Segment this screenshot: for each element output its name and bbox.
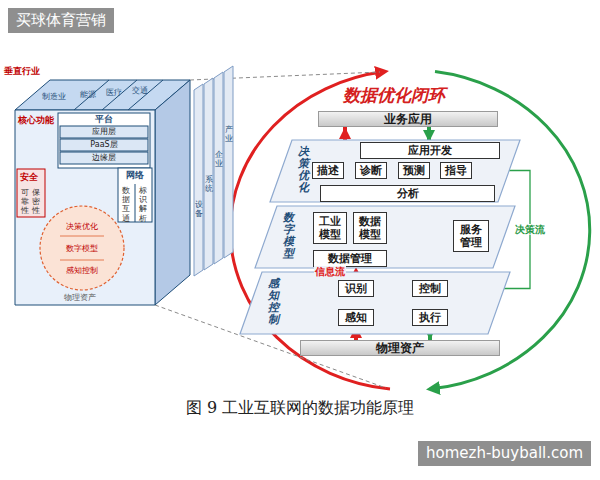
cube (15, 80, 190, 305)
figure-caption: 图 9 工业互联网的数据功能原理 (0, 398, 600, 419)
box-label: 物理资产 (376, 341, 424, 355)
sheet-label: 企业 (215, 150, 223, 168)
flow-label: 决策流 (513, 224, 547, 236)
layer-name: 决策优化 (298, 146, 309, 194)
cube-part (102, 80, 137, 110)
layer-plane: 数字模型 工业模型数据模型数据管理 服务管理 (255, 206, 515, 268)
process-box: 诊断 (355, 162, 387, 179)
sheet-label: 产业 (225, 125, 233, 143)
plane-shape (240, 272, 510, 334)
watermark: 买球体育营销 (8, 8, 114, 33)
cube-loop (40, 206, 124, 290)
box-label: 服务管理 (457, 223, 485, 249)
flow-label: 信息流 (314, 266, 346, 278)
process-box: 分析 (320, 185, 495, 202)
process-box: 指导 (440, 162, 472, 179)
box-label: 业务应用 (384, 112, 432, 126)
back-sheets-part (194, 84, 203, 276)
box-label: 工业模型 (317, 215, 343, 241)
axis-label: 核心功能 (18, 115, 54, 125)
process-box: 执行 (412, 309, 448, 326)
process-box: 工业模型 (313, 212, 347, 244)
layer-title: 平台 (58, 114, 150, 124)
box-label: 指导 (445, 164, 467, 177)
column-label: 保密性 (32, 188, 40, 216)
cube-loop-part (40, 206, 124, 290)
layer-plane: 感知控制 识别 控制感知 执行 (240, 272, 510, 334)
cube-loop-part (60, 260, 104, 261)
cube-part (15, 110, 155, 305)
industry-label: 交通 (132, 86, 148, 95)
box-label: 描述 (317, 164, 339, 177)
watermark: homezh-buyball.com (418, 441, 591, 466)
base-label: 物理资产 (64, 293, 96, 302)
cube-part (17, 169, 45, 217)
process-box: 应用开发 (360, 142, 500, 159)
cube-part (128, 80, 163, 110)
box-label: 数据模型 (357, 215, 383, 241)
industry-label: 制造业 (42, 92, 66, 101)
sheet-label: 设备 (195, 200, 203, 218)
cube-loop-part (60, 236, 104, 237)
process-box: 感知 (338, 309, 374, 326)
process-box: 预测 (398, 162, 430, 179)
layer-name: 数字模型 (283, 212, 294, 260)
process-box: 服务管理 (453, 220, 489, 252)
box-label: 识别 (345, 282, 367, 295)
industry-label: 能源 (80, 90, 96, 99)
cube-part (135, 184, 136, 222)
box-label: 控制 (419, 282, 441, 295)
diagram-title: 数据优化闭环 (343, 84, 445, 107)
box-label: 数据管理 (328, 252, 372, 265)
process-box: 识别 (338, 280, 374, 297)
cube-part (118, 168, 152, 222)
box-label: 应用开发 (408, 144, 452, 157)
back-sheets (194, 66, 233, 276)
back-sheets-part (204, 78, 213, 270)
loop-label: 决策优化 (66, 222, 98, 231)
cube-part (74, 80, 109, 110)
process-box: 控制 (412, 280, 448, 297)
loop-arcs (230, 72, 589, 389)
cube-part (155, 80, 190, 305)
layer-label: 应用层 (58, 127, 150, 136)
layer-bar: 业务应用 (318, 111, 498, 127)
flow-arrow (343, 127, 347, 140)
layer-plane: 决策优化 应用开发描述 诊断 预测 指导分析 (270, 140, 520, 202)
process-box: 数据管理 (313, 250, 387, 267)
cube-part (58, 113, 150, 168)
process-box: 数据模型 (353, 212, 387, 244)
layer-title: 安全 (20, 172, 38, 182)
layer-label: PaaS层 (58, 140, 150, 149)
back-sheets-part (214, 72, 223, 264)
layer-title: 网络 (126, 170, 144, 180)
plane-shape (270, 140, 520, 202)
industry-label: 医疗 (106, 88, 122, 97)
layer-name: 感知控制 (268, 278, 279, 326)
box-label: 分析 (397, 187, 419, 200)
loop-label: 数字模型 (66, 244, 98, 253)
box-label: 感知 (345, 311, 367, 324)
back-sheets-part (224, 66, 233, 258)
box-label: 执行 (419, 311, 441, 324)
axis-label: 垂直行业 (4, 66, 40, 76)
process-box: 描述 (312, 162, 344, 179)
layer-label: 边缘层 (58, 153, 150, 162)
column-label: 数据互通 (122, 186, 130, 223)
layer-bar: 物理资产 (300, 340, 500, 356)
sheet-label: 系统 (205, 175, 213, 193)
column-label: 标识解析 (139, 186, 147, 223)
loop-label: 感知控制 (66, 266, 98, 275)
plane-shape (240, 272, 510, 334)
plane-shape (255, 206, 515, 268)
column-label: 可靠性 (21, 188, 29, 216)
box-label: 预测 (403, 164, 425, 177)
box-label: 诊断 (360, 164, 382, 177)
